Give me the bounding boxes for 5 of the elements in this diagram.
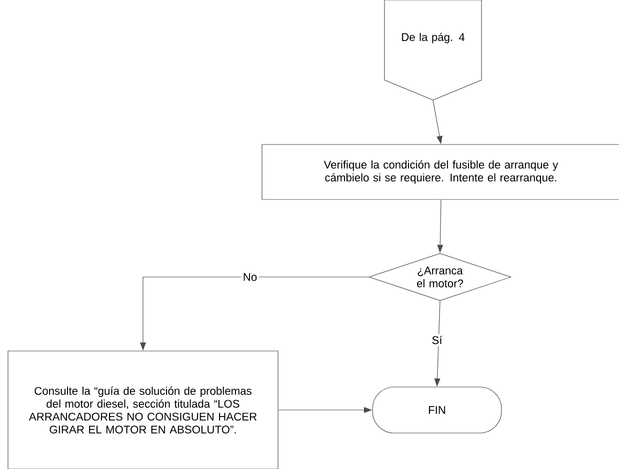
process-box: Consulte la “guía de solución de problemas del motor diesel, sección titulada “LOS ARRANCADORES NO CONSIGUEN HACER GIRAR EL MOTOR EN ABSOLUTO”.: [8, 350, 278, 469]
edge-label: No: [241, 271, 259, 283]
process-box: Verifique la condición del fusible de arranque y cámbielo si se requiere. Intente el rearranque.: [262, 144, 619, 200]
off-page-connector: De la pág. 4: [384, 0, 482, 100]
edge-label: Sí: [430, 334, 444, 346]
